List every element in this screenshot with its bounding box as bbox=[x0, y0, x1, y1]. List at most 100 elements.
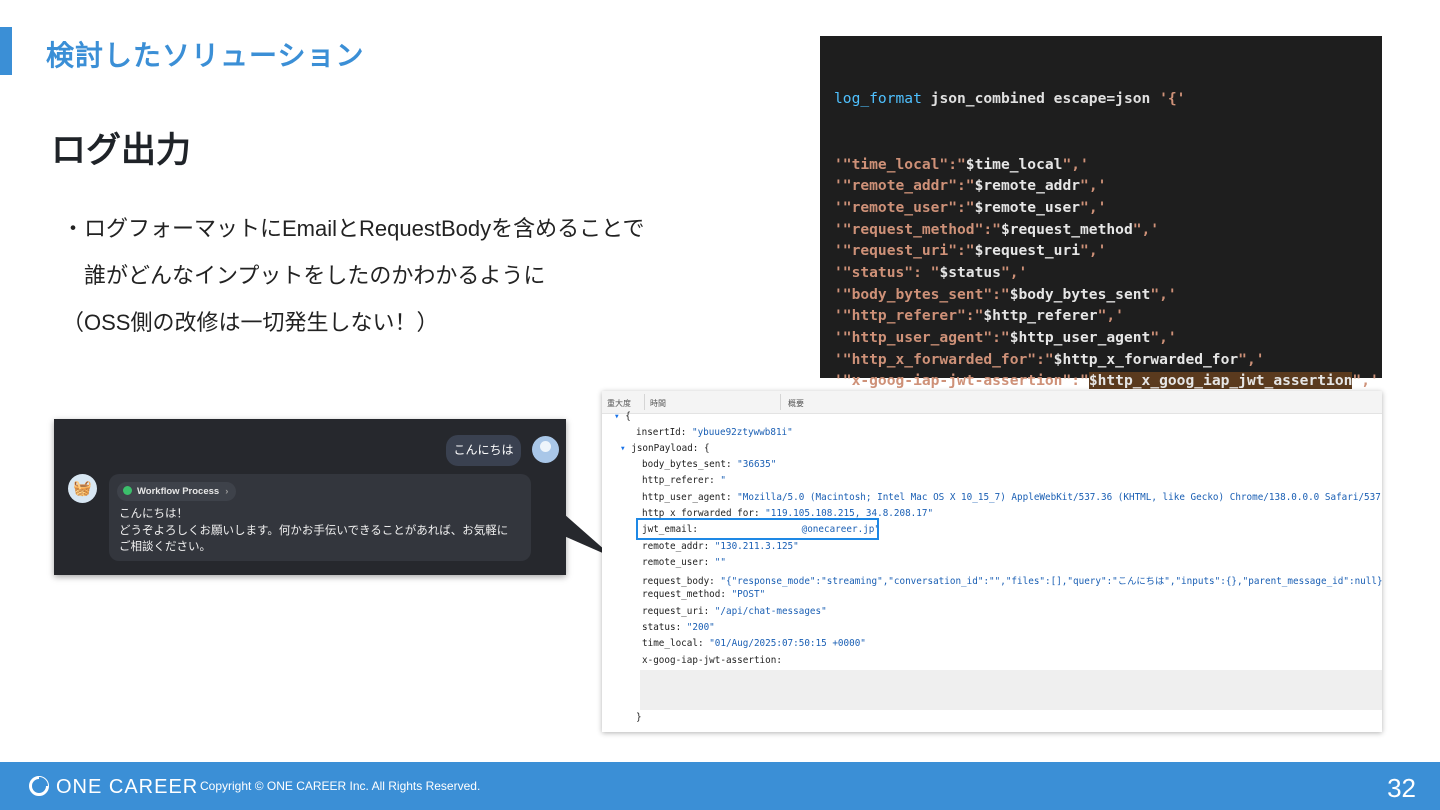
code-tail: ",' bbox=[1150, 285, 1177, 303]
code-tail: ",' bbox=[1080, 198, 1107, 216]
code-variable: $remote_addr bbox=[974, 177, 1081, 195]
log-key: time_local: bbox=[642, 638, 704, 650]
code-line: log_format json_combined escape=json '{' bbox=[834, 88, 1382, 110]
jwt-assertion-redacted-area bbox=[640, 670, 1382, 710]
bot-line-1: こんにちは！ bbox=[119, 508, 188, 520]
code-tail: ",' bbox=[1150, 329, 1177, 346]
one-career-logo-icon bbox=[29, 776, 49, 796]
log-value: "01/Aug/2025:07:50:15 +0000" bbox=[709, 638, 866, 650]
code-key: '"remote_user":" bbox=[834, 198, 975, 216]
jwt-email-highlight-box bbox=[636, 518, 879, 540]
log-field-row: http_x_forwarded_for: "119.105.108.215, … bbox=[642, 508, 933, 519]
bullet-line-3: （OSS側の改修は一切発生しない！） bbox=[62, 310, 439, 335]
column-divider bbox=[644, 394, 645, 410]
footer-logo-text: ONE CAREER bbox=[56, 776, 199, 798]
log-field-row: request_body: "{"response_mode":"streami… bbox=[642, 573, 1382, 587]
bot-avatar-icon: 🧺 bbox=[68, 474, 97, 503]
code-key: '"x-goog-iap-jwt-assertion":" bbox=[834, 372, 1089, 390]
code-text: json_combined escape=json bbox=[921, 90, 1160, 108]
code-key: '"http_user_agent":" bbox=[834, 329, 1010, 346]
log-value: "POST" bbox=[731, 589, 766, 601]
code-line: '"time_local":"$time_local",' bbox=[834, 154, 1382, 176]
code-key: '"request_uri":" bbox=[834, 242, 975, 260]
section-accent-bar bbox=[0, 27, 12, 75]
code-variable: $remote_user bbox=[974, 198, 1081, 216]
log-close-brace: } bbox=[636, 712, 642, 723]
log-key: jsonPayload: { bbox=[631, 443, 710, 454]
log-value: @onecareer.jp" bbox=[801, 524, 880, 536]
column-summary[interactable]: 概要 bbox=[788, 399, 804, 408]
code-key: '"remote_addr":" bbox=[834, 177, 975, 195]
log-key: status: bbox=[642, 622, 682, 633]
slide-heading: ログ出力 bbox=[51, 131, 192, 170]
bot-message-text: こんにちは！ どうぞよろしくお願いします。何かお手伝いできることがあれば、お気軽… bbox=[119, 506, 517, 556]
code-line: '"remote_user":"$remote_user",' bbox=[834, 197, 1382, 219]
log-key: body_bytes_sent: bbox=[642, 459, 732, 470]
log-value: " bbox=[720, 475, 726, 487]
code-string: '{' bbox=[1159, 90, 1186, 108]
log-viewer-screenshot: 重大度 時間 概要 ▾ { insertId: "ybuue92ztywwb81… bbox=[602, 391, 1382, 732]
column-divider bbox=[780, 394, 781, 410]
footer-copyright: Copyright © ONE CAREER Inc. All Rights R… bbox=[200, 779, 481, 793]
log-value: "ybuue92ztywwb81i" bbox=[691, 427, 793, 438]
user-message-bubble: こんにちは bbox=[446, 435, 521, 466]
code-tail: ",' bbox=[1080, 177, 1107, 195]
bot-line-2: どうぞよろしくお願いします。何かお手伝いできることがあれば、お気軽にご相談くださ… bbox=[119, 524, 509, 554]
log-json-payload: ▾ jsonPayload: { bbox=[620, 443, 710, 454]
code-variable: $request_method bbox=[1000, 220, 1133, 238]
log-value: "Mozilla/5.0 (Macintosh; Intel Mac OS X … bbox=[737, 491, 1382, 503]
log-entry-body: ▾ { insertId: "ybuue92ztywwb81i" ▾ jsonP… bbox=[602, 411, 1382, 732]
log-field-row: time_local: "01/Aug/2025:07:50:15 +0000" bbox=[642, 638, 866, 649]
code-line: '"request_method":"$request_method",' bbox=[834, 219, 1382, 241]
log-key: http_referer: bbox=[642, 475, 715, 487]
log-key: request_uri: bbox=[642, 605, 710, 617]
workflow-label: Workflow Process bbox=[137, 486, 220, 497]
caret-down-icon[interactable]: ▾ bbox=[614, 411, 620, 422]
check-circle-icon bbox=[123, 485, 132, 495]
code-variable: $time_local bbox=[965, 155, 1063, 173]
footer-bar: ONE CAREER Copyright © ONE CAREER Inc. A… bbox=[0, 762, 1440, 810]
code-variable: $status bbox=[939, 263, 1001, 281]
log-field-row: x-goog-iap-jwt-assertion: bbox=[642, 655, 782, 666]
log-key: remote_addr: bbox=[642, 540, 710, 552]
chevron-right-icon: › bbox=[225, 486, 229, 497]
log-field-row: http_user_agent: "Mozilla/5.0 (Macintosh… bbox=[642, 492, 1382, 503]
code-key: '"body_bytes_sent":" bbox=[834, 285, 1010, 303]
log-open-brace: { bbox=[625, 411, 631, 422]
column-severity[interactable]: 重大度 bbox=[607, 399, 631, 408]
code-variable: $http_user_agent bbox=[1009, 329, 1151, 346]
log-format-code-block: log_format json_combined escape=json '{'… bbox=[820, 36, 1382, 498]
workflow-process-pill[interactable]: Workflow Process › bbox=[117, 482, 237, 501]
code-variable: $http_x_forwarded_for bbox=[1053, 350, 1239, 368]
log-value: "200" bbox=[686, 622, 715, 633]
caret-down-icon[interactable]: ▾ bbox=[620, 443, 626, 454]
column-time[interactable]: 時間 bbox=[650, 399, 666, 408]
code-tail: ",' bbox=[1132, 220, 1160, 238]
code-line: '"body_bytes_sent":"$body_bytes_sent",' bbox=[834, 284, 1382, 306]
log-value: "{"response_mode":"streaming","conversat… bbox=[720, 576, 1382, 588]
code-variable: $http_x_goog_iap_jwt_assertion bbox=[1088, 372, 1353, 390]
code-keyword: log_format bbox=[834, 90, 922, 108]
chat-screenshot: こんにちは 🧺 Workflow Process › こんにちは！ どうぞよろしく… bbox=[54, 419, 566, 575]
code-line: '"http_referer":"$http_referer",' bbox=[834, 305, 1382, 327]
code-variable: $request_uri bbox=[974, 242, 1081, 260]
log-insert-id: insertId: "ybuue92ztywwb81i" bbox=[636, 427, 793, 438]
log-value: "119.105.108.215, 34.8.208.17" bbox=[765, 507, 934, 519]
code-key: '"http_referer":" bbox=[834, 307, 984, 325]
log-field-row: request_uri: "/api/chat-messages" bbox=[642, 606, 827, 617]
bullet-line-2: 誰がどんなインプットをしたのかわかるように bbox=[84, 263, 546, 288]
code-line: '"x-goog-iap-jwt-assertion":"$http_x_goo… bbox=[820, 370, 1382, 394]
log-key: request_body: bbox=[642, 576, 715, 588]
log-key: x-goog-iap-jwt-assertion: bbox=[642, 654, 782, 666]
code-line: '"remote_addr":"$remote_addr",' bbox=[834, 175, 1382, 197]
log-key: http_x_forwarded_for: bbox=[642, 507, 760, 519]
code-tail: ",' bbox=[1000, 263, 1028, 281]
code-tail: ",' bbox=[1352, 372, 1379, 390]
code-key: '"http_x_forwarded_for":" bbox=[834, 350, 1054, 368]
code-variable: $http_referer bbox=[983, 307, 1098, 325]
log-key: jwt_email: bbox=[642, 524, 698, 536]
bullet-line-1: ・ログフォーマットにEmailとRequestBodyを含めることで bbox=[62, 216, 645, 241]
log-field-row: jwt_email: @onecareer.jp" bbox=[642, 524, 880, 535]
log-value: "130.211.3.125" bbox=[714, 540, 799, 552]
log-field-row: status: "200" bbox=[642, 622, 715, 633]
